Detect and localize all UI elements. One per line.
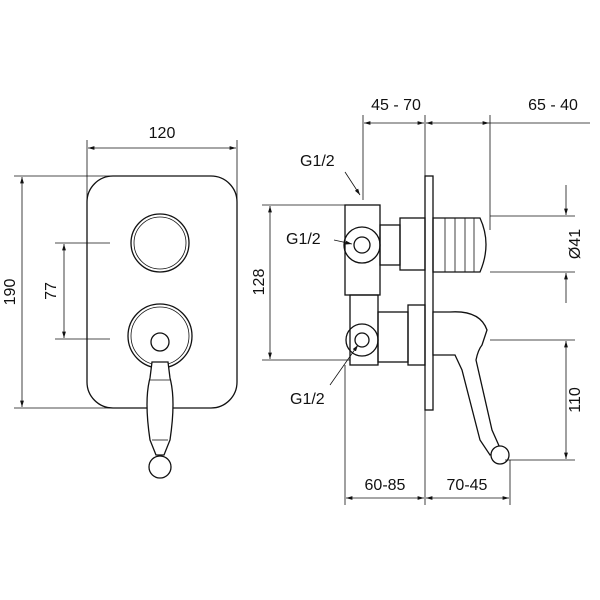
width-dimension: 120 xyxy=(149,125,176,142)
height-dimension: 190 xyxy=(2,279,19,306)
connection-bottom-label: G1/2 xyxy=(290,391,325,408)
side-diverter-knob xyxy=(432,217,487,273)
lever-ball xyxy=(148,455,172,479)
top-left-dimension: 45 - 70 xyxy=(371,97,421,114)
side-lever xyxy=(432,311,501,456)
lever-handle xyxy=(146,361,174,456)
connection-top-label: G1/2 xyxy=(300,153,335,170)
diameter-dimension: Ø41 xyxy=(567,229,584,259)
diverter-knob xyxy=(130,213,190,273)
body-height-dimension: 128 xyxy=(251,269,268,296)
front-view: 120 190 77 xyxy=(2,125,238,479)
side-view: 45 - 70 65 - 40 Ø41 128 110 60-85 70-45 … xyxy=(251,97,590,505)
mixer-rosette xyxy=(127,303,193,369)
knob-spacing-dimension: 77 xyxy=(43,282,60,300)
lever-height-dimension: 110 xyxy=(567,387,584,413)
bottom-left-dimension: 60-85 xyxy=(365,477,406,494)
connection-mid-label: G1/2 xyxy=(286,231,321,248)
wall-plate xyxy=(424,175,434,411)
valve-body xyxy=(344,204,381,296)
top-right-dimension: 65 - 40 xyxy=(528,97,578,114)
bottom-right-dimension: 70-45 xyxy=(447,477,488,494)
